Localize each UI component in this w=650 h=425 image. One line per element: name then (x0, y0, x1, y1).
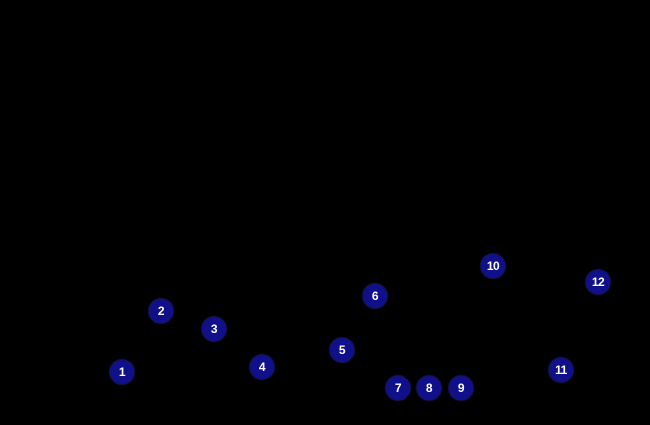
som-marker-label: 5 (338, 343, 346, 357)
som-marker-label: 11 (555, 363, 567, 377)
som-marker-label: 6 (371, 289, 379, 303)
som-marker-3[interactable]: 3 (202, 317, 226, 341)
som-marker-1[interactable]: 1 (110, 360, 134, 384)
som-marker-6[interactable]: 6 (363, 284, 387, 308)
som-marker-label: 4 (258, 360, 266, 374)
som-marker-8[interactable]: 8 (417, 376, 441, 400)
som-marker-label: 7 (394, 381, 402, 395)
som-marker-4[interactable]: 4 (250, 355, 274, 379)
som-marker-label: 8 (425, 381, 433, 395)
som-marker-label: 9 (457, 381, 465, 395)
som-marker-10[interactable]: 10 (481, 254, 505, 278)
som-marker-7[interactable]: 7 (386, 376, 410, 400)
som-marker-label: 12 (591, 275, 605, 289)
som-marker-label: 3 (210, 322, 218, 336)
som-marker-label: 1 (118, 365, 126, 379)
som-marker-12[interactable]: 12 (586, 270, 610, 294)
som-marker-label: 10 (486, 259, 500, 273)
som-marker-11[interactable]: 11 (549, 358, 573, 382)
som-marker-label: 2 (157, 304, 165, 318)
som-marker-2[interactable]: 2 (149, 299, 173, 323)
som-marker-9[interactable]: 9 (449, 376, 473, 400)
som-marker-5[interactable]: 5 (330, 338, 354, 362)
